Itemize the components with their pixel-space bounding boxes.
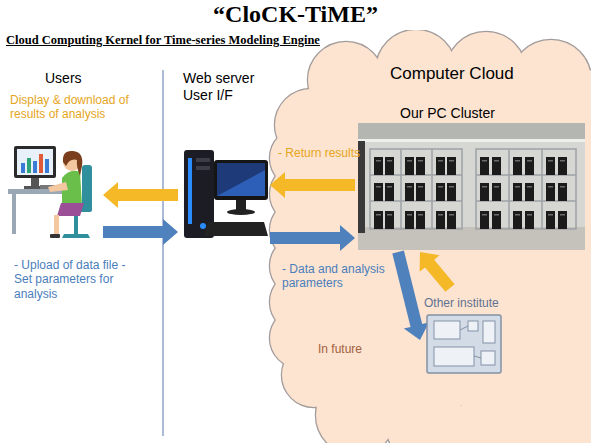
- pc-cluster-photo: [358, 123, 585, 250]
- subtitle: Cloud Computing Kernel for Time-series M…: [6, 33, 320, 48]
- annotation-text: In future: [318, 342, 362, 356]
- node-label: Other institute: [424, 296, 499, 310]
- node-label: Web server User I/F: [183, 70, 265, 104]
- server-node: Web server User I/F: [178, 70, 270, 250]
- cloud-outline: [266, 30, 591, 443]
- annotation-text: - Return results: [278, 146, 360, 160]
- cloud-node: Computer CloudOur PC ClusterOther instit…: [266, 30, 591, 443]
- annotation-text: - Data and analysis parameters: [282, 262, 388, 291]
- pc-tower: [374, 157, 567, 229]
- annotation-text: - Upload of data file - Set parameters f…: [14, 258, 142, 301]
- flow-arrow: [103, 182, 178, 208]
- cluster-node: Our PC Cluster: [355, 105, 588, 252]
- divider-line: [162, 70, 164, 436]
- node-label: Users: [45, 70, 82, 87]
- annotation-text: Display & download of results of analysi…: [10, 93, 160, 122]
- institute-icon: [426, 314, 502, 374]
- node-label: Our PC Cluster: [400, 105, 495, 122]
- user-illustration: [8, 146, 92, 238]
- cloud-label: Computer Cloud: [390, 64, 514, 84]
- diagram-title: “CloCK-TiME”: [0, 1, 591, 29]
- institute-node: Other institute: [420, 288, 508, 378]
- flow-arrow: [103, 219, 178, 245]
- web-server-illustration: [184, 150, 268, 238]
